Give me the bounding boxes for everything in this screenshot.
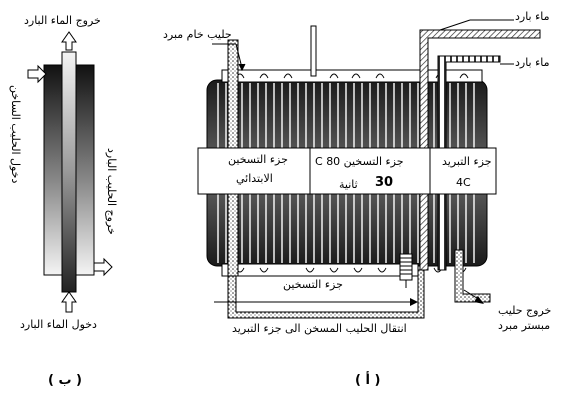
bottom-channel	[221, 263, 419, 277]
cold-water-label-1: ماء بارد	[515, 10, 550, 23]
arrow-right-icon	[27, 64, 47, 84]
heating-section-label: جزء التسخين 80 C	[315, 155, 404, 168]
heating-pipe	[310, 25, 317, 77]
cold-water-label-2: ماء بارد	[515, 56, 550, 69]
milk-outlet-pipe	[454, 249, 491, 303]
top-channel	[221, 69, 483, 83]
arrow-right-icon	[93, 257, 113, 277]
transfer-label: انتقال الحليب المسخن الى جزء التبريد	[232, 322, 407, 335]
flow-loops	[235, 73, 469, 273]
milk-out-label-2: مبستر مبرد	[498, 319, 551, 332]
arrow-up-icon	[61, 31, 77, 51]
heating-seconds-unit: ثانية	[339, 178, 358, 191]
preheat-section-label-1: جزء التسخين	[228, 153, 288, 166]
arrow-icon	[474, 296, 484, 304]
arrow-down-icon	[238, 63, 246, 72]
cold-water-in-label: دخول الماء البارد	[20, 318, 97, 331]
sections-label-box	[197, 147, 497, 195]
cooling-section-label: جزء التبريد	[442, 155, 492, 168]
panel-a-label: ( أ )	[355, 373, 381, 388]
preheat-section-label-2: الابتدائي	[236, 172, 273, 185]
hot-milk-in-label: دخول الحليب الساخن	[9, 85, 22, 184]
raw-milk-label: حليب خام مبرد	[163, 28, 232, 41]
arrow-up-icon	[61, 291, 77, 313]
inner-tube	[61, 51, 77, 293]
cold-milk-out-label: خروج الحليب البارد	[105, 148, 118, 235]
transfer-pipe	[227, 269, 425, 319]
panel-a-plate-exchanger	[197, 19, 541, 319]
milk-out-label-1: خروج حليب	[498, 304, 552, 317]
cold-water-out-label: خروج الماء البارد	[24, 14, 101, 27]
panel-b-label: ( ب )	[48, 373, 82, 388]
cold-water-pipe-2	[437, 55, 501, 271]
heating-seconds-value: 30	[375, 175, 394, 190]
cooling-temp-label: 4C	[456, 176, 471, 189]
heating-section-bottom-label: جزء التسخين	[283, 278, 343, 291]
arrow-right-icon	[410, 298, 418, 306]
panel-b-heat-exchanger	[27, 31, 113, 313]
